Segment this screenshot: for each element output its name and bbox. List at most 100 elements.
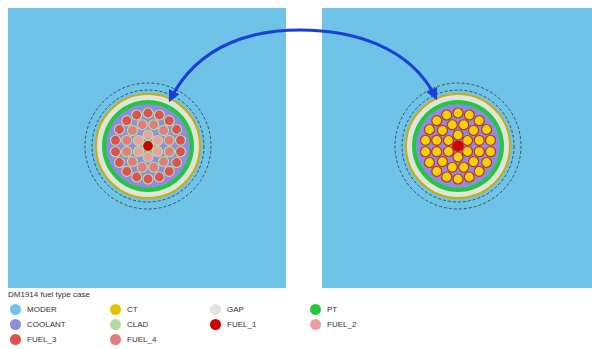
fuel-pin xyxy=(164,116,174,126)
legend-swatch xyxy=(10,319,21,330)
fuel-pin xyxy=(153,147,163,157)
fuel-pin xyxy=(172,158,182,168)
fuel-pin xyxy=(453,174,463,184)
legend-swatch xyxy=(10,304,21,315)
legend-entry: CLAD xyxy=(110,319,148,330)
fuel-pin xyxy=(172,125,182,135)
legend-label: FUEL_1 xyxy=(227,320,256,329)
fuel-pin xyxy=(424,125,434,135)
fuel-pin xyxy=(153,136,163,146)
fuel-pin xyxy=(137,162,147,172)
legend-swatch xyxy=(110,304,121,315)
pressure-tube xyxy=(412,100,504,192)
pressure-tube xyxy=(102,100,194,192)
legend-label: CT xyxy=(127,305,138,314)
fuel-pin xyxy=(453,130,463,140)
fuel-pin xyxy=(432,135,442,145)
legend-entry: MODER xyxy=(10,304,57,315)
fuel-pin xyxy=(122,135,132,145)
legend-label: FUEL_3 xyxy=(27,335,56,344)
legend-swatch xyxy=(110,319,121,330)
fuel-pin xyxy=(143,141,154,152)
fuel-pin xyxy=(132,110,142,120)
legend-swatch xyxy=(110,334,121,345)
fuel-pin xyxy=(143,174,153,184)
fuel-pin xyxy=(122,116,132,126)
fuel-pin xyxy=(463,136,473,146)
fuel-pin xyxy=(137,120,147,130)
fuel-pin xyxy=(437,125,447,135)
boundary-circle xyxy=(92,90,204,202)
fuel-pin xyxy=(164,147,174,157)
legend-label: CLAD xyxy=(127,320,148,329)
calandria-tube xyxy=(96,94,200,198)
legend-entry: FUEL_2 xyxy=(310,319,356,330)
fuel-pin xyxy=(432,147,442,157)
correspondence-arrow xyxy=(170,30,436,100)
fuel-pin xyxy=(149,120,159,130)
fuel-pin xyxy=(421,147,431,157)
calandria-tube xyxy=(406,94,510,198)
fuel-pin xyxy=(442,172,452,182)
fuel-pin xyxy=(469,157,479,167)
fuel-pin xyxy=(482,125,492,135)
fuel-pin xyxy=(437,157,447,167)
fuel-pin xyxy=(469,125,479,135)
legend-entry: FUEL_3 xyxy=(10,334,56,345)
fuel-pin xyxy=(424,158,434,168)
fuel-pin xyxy=(133,136,143,146)
fuel-pin xyxy=(447,120,457,130)
moderator-panel xyxy=(8,8,286,288)
fuel-pin xyxy=(474,135,484,145)
fuel-pin xyxy=(421,135,431,145)
fuel-pin xyxy=(453,152,463,162)
fuel-pin xyxy=(154,172,164,182)
fuel-pin xyxy=(143,108,153,118)
legend-entry: COOLANT xyxy=(10,319,66,330)
fuel-pin xyxy=(164,135,174,145)
fuel-pin xyxy=(159,125,169,135)
legend-label: PT xyxy=(327,305,337,314)
fuel-pin xyxy=(164,166,174,176)
moderator-panel xyxy=(322,8,592,288)
legend-label: FUEL_4 xyxy=(127,335,156,344)
fuel-pin xyxy=(175,135,185,145)
fuel-pin xyxy=(443,136,453,146)
legend-swatch xyxy=(10,334,21,345)
coolant xyxy=(106,104,190,188)
legend-entry: GAP xyxy=(210,304,244,315)
fuel-pin xyxy=(143,130,153,140)
legend-label: FUEL_2 xyxy=(327,320,356,329)
boundary-circle xyxy=(85,83,211,209)
caption: DM1914 fuel type case xyxy=(8,290,90,299)
fuel-pin xyxy=(485,135,495,145)
fuel-pin xyxy=(474,166,484,176)
legend-entry: FUEL_1 xyxy=(210,319,256,330)
fuel-pin xyxy=(432,166,442,176)
fuel-pin xyxy=(474,147,484,157)
legend-entry: PT xyxy=(310,304,337,315)
fuel-pin xyxy=(114,158,124,168)
fuel-pin xyxy=(442,110,452,120)
fuel-pin xyxy=(459,120,469,130)
legend-label: COOLANT xyxy=(27,320,66,329)
fuel-pin xyxy=(122,147,132,157)
fuel-pin xyxy=(159,157,169,167)
legend-label: MODER xyxy=(27,305,57,314)
fuel-pin xyxy=(485,147,495,157)
fuel-pin xyxy=(482,158,492,168)
fuel-pin xyxy=(132,172,142,182)
fuel-pin xyxy=(464,172,474,182)
fuel-pin xyxy=(447,162,457,172)
fuel-pin xyxy=(111,147,121,157)
fuel-pin xyxy=(443,147,453,157)
fuel-pin xyxy=(127,125,137,135)
legend-swatch xyxy=(210,304,221,315)
fuel-pin xyxy=(463,147,473,157)
legend-swatch xyxy=(310,319,321,330)
fuel-pin xyxy=(114,125,124,135)
legend-swatch xyxy=(210,319,221,330)
fuel-pin xyxy=(464,110,474,120)
fuel-pin xyxy=(453,108,463,118)
fuel-pin xyxy=(143,152,153,162)
